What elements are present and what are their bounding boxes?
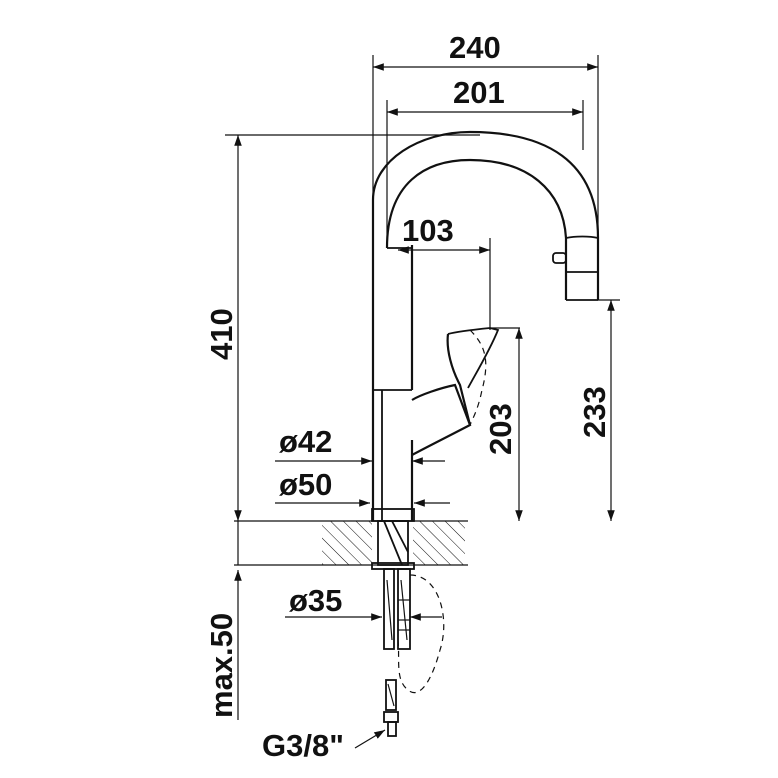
label-dia-hole: ø35 [289,583,342,618]
label-connection: G3/8" [262,728,344,763]
label-width-spout: 201 [453,75,505,110]
dimension-lines [225,55,620,749]
label-height-spout: 233 [577,386,612,438]
label-height-handle: 203 [483,403,518,455]
label-dia-base: ø50 [279,467,332,502]
faucet-body [371,130,600,522]
label-max-thickness: max.50 [204,613,239,718]
countertop [234,520,468,566]
under-counter-assembly [371,520,445,737]
label-width-handle: 103 [402,213,454,248]
label-width-total: 240 [449,30,501,65]
label-height-total: 410 [204,308,239,360]
dimension-labels: 240 201 103 410 203 233 ø42 ø50 ø35 max.… [204,30,612,763]
label-dia-body: ø42 [279,424,332,459]
